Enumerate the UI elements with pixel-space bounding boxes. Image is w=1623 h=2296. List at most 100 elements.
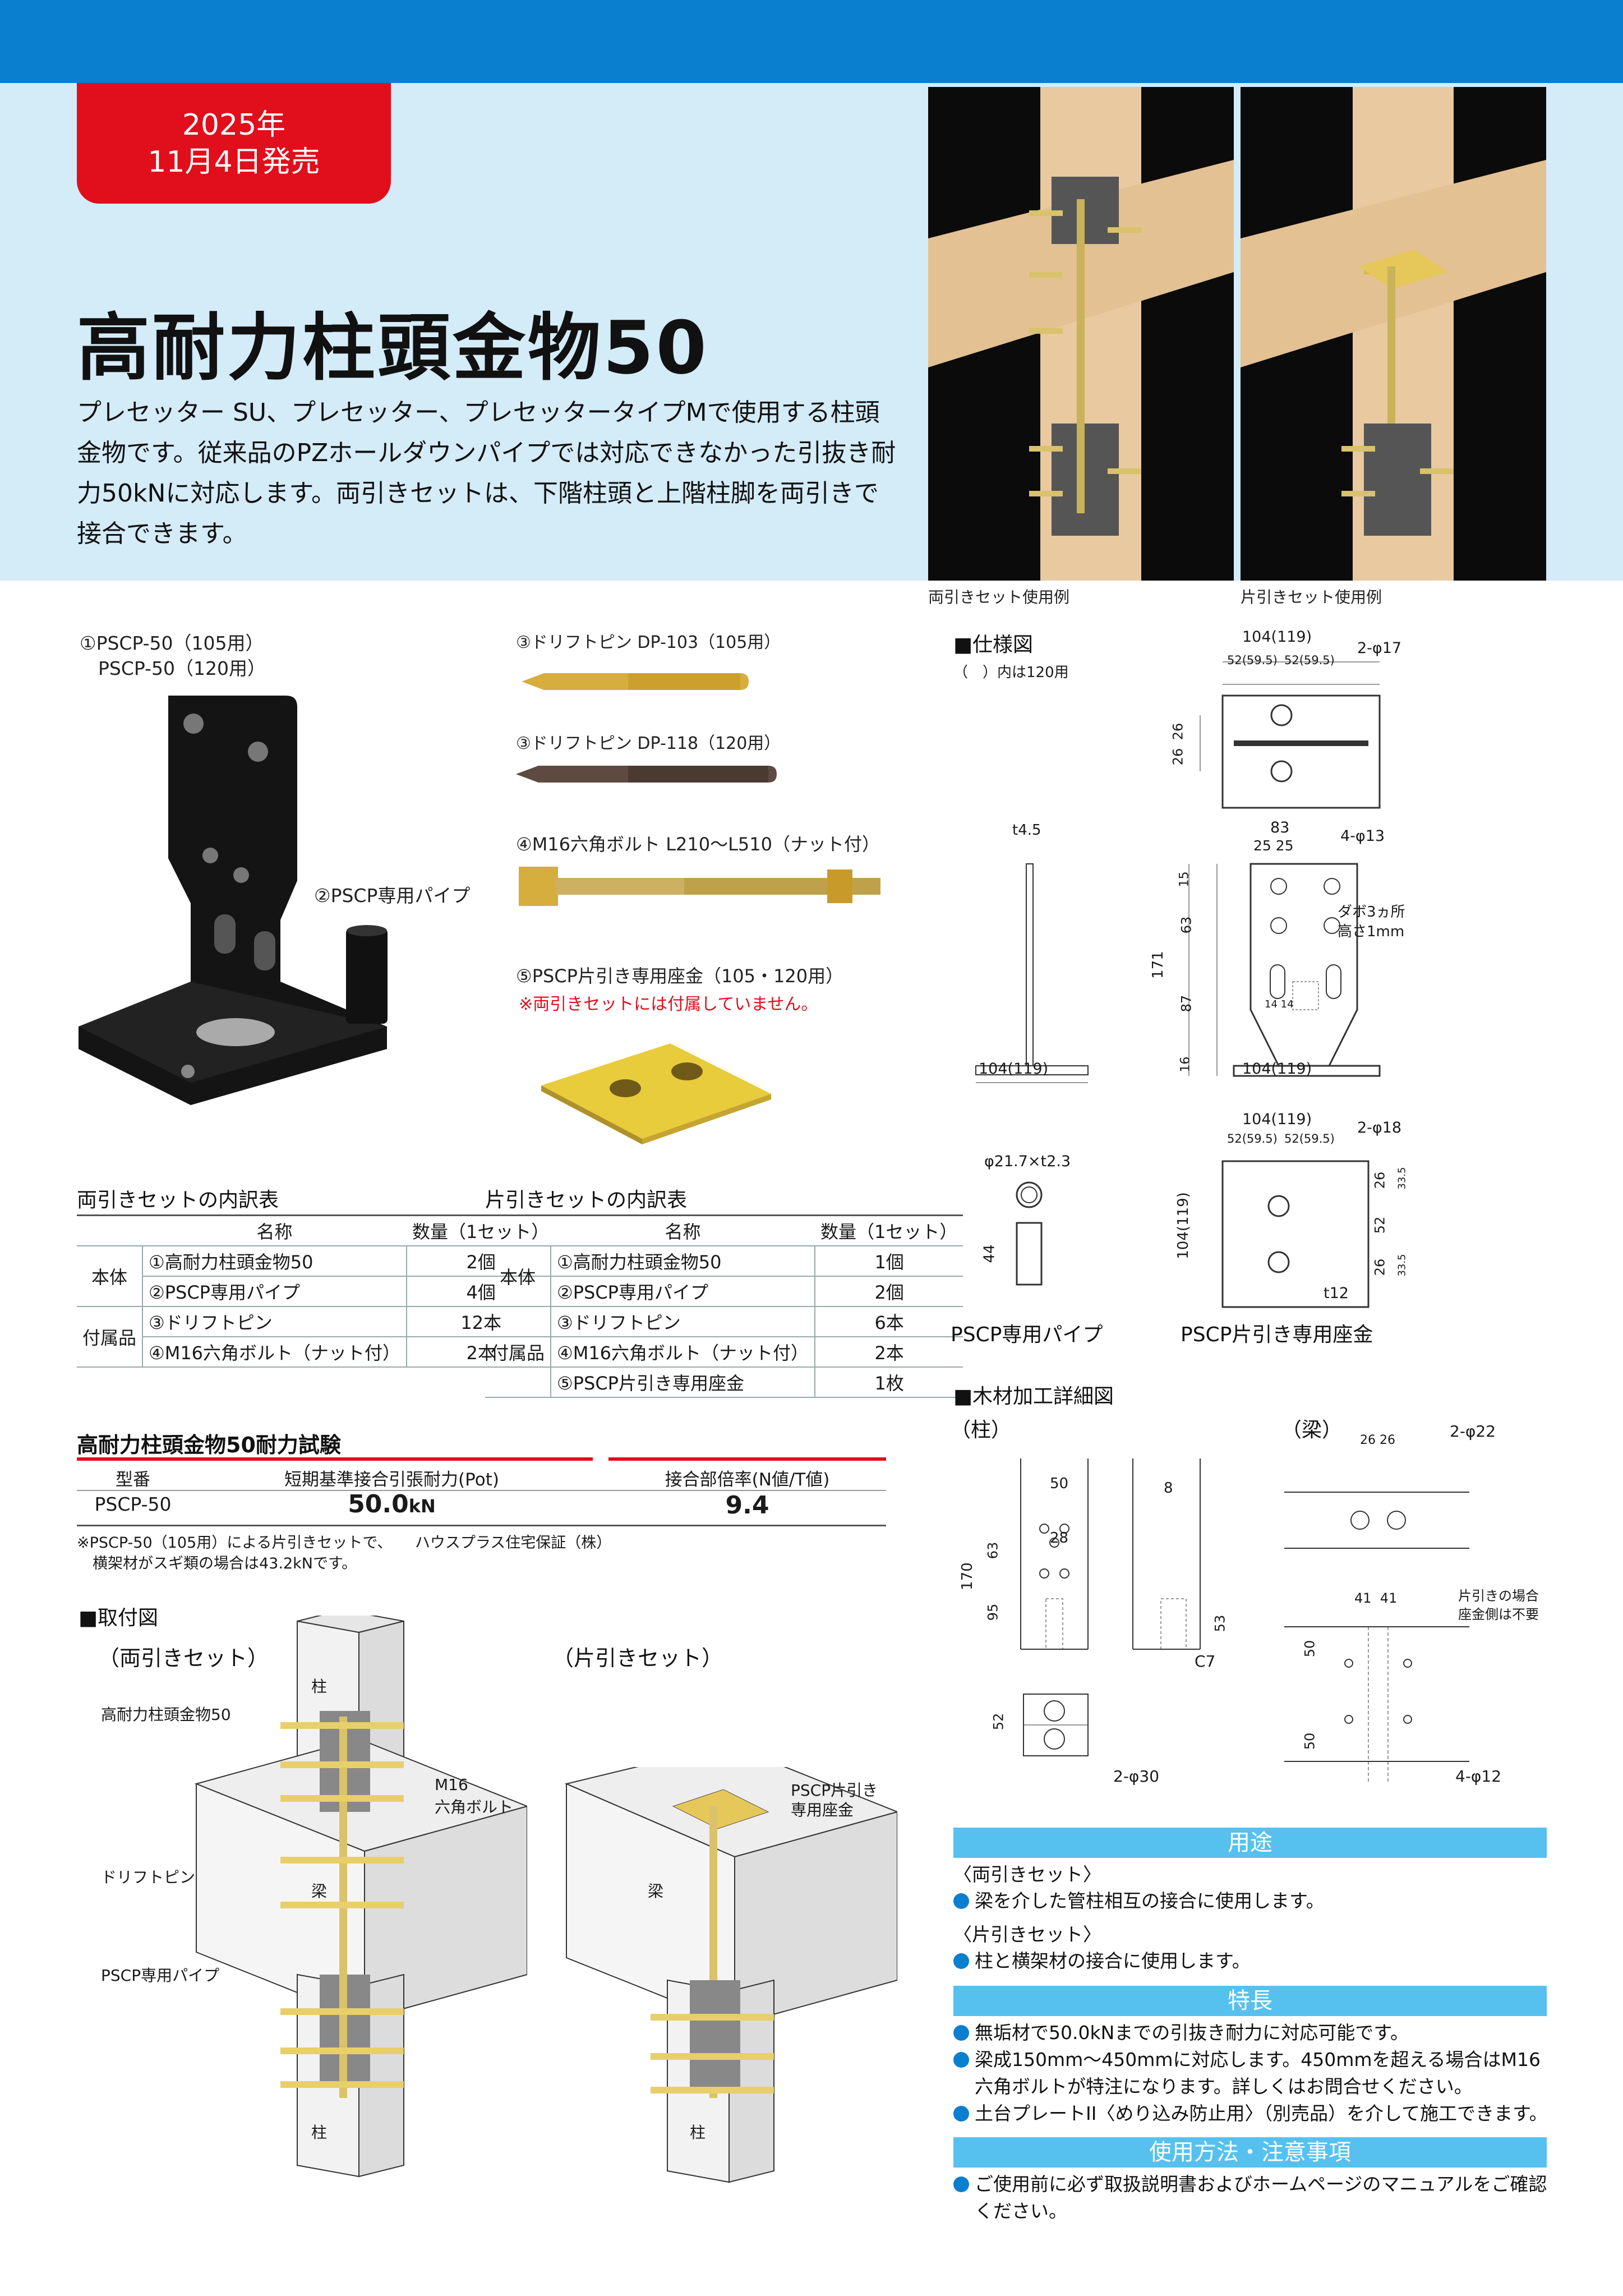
test-force: 50.0 xyxy=(348,1490,409,1519)
katabiki-header-qty: 数量（1セット） xyxy=(815,1214,963,1246)
wood-col: （柱） xyxy=(951,1419,1012,1442)
wood-col-50: 50 xyxy=(1050,1475,1069,1492)
wood-col-8: 8 xyxy=(1164,1480,1173,1497)
photo-ryobiki-illustration xyxy=(928,87,1234,581)
install-ryobiki: （両引きセット） xyxy=(98,1646,269,1671)
test-bottom-line xyxy=(77,1525,886,1526)
test-header-force: 短期基準接合引張耐力(Pot) xyxy=(284,1470,499,1490)
test-force-unit: kN xyxy=(408,1496,436,1517)
wood-col-63: 63 xyxy=(985,1542,1001,1559)
wood-beam-phi22: 2-φ22 xyxy=(1450,1422,1496,1441)
spec-washer-104v: 104(119) xyxy=(1174,1192,1192,1259)
test-ratio: 9.4 xyxy=(725,1491,769,1520)
test-bar-left xyxy=(77,1457,593,1461)
product-5-note: ※両引きセットには付属していません。 xyxy=(519,995,818,1014)
spec-pipe-caption: PSCP専用パイプ xyxy=(951,1323,1103,1346)
spec-front-14: 14 14 xyxy=(1265,999,1294,1010)
product-1-label-1: ①PSCP-50（105用） xyxy=(80,632,264,654)
install-ryobiki-diagram xyxy=(194,1616,527,2178)
table-cell: 6本 xyxy=(814,1306,963,1337)
spec-front-14a: 14 xyxy=(1265,999,1278,1010)
product-1-label-2: PSCP-50（120用） xyxy=(98,657,266,679)
spec-washer-52b: 52(59.5) xyxy=(1284,1132,1335,1145)
spec-front-25b: 25 xyxy=(1275,838,1294,854)
product-3b-label: ③ドリフトピン DP-118（120用） xyxy=(516,734,781,753)
table-cell: ③ドリフトピン xyxy=(142,1306,407,1337)
wood-col-drawing xyxy=(1020,1458,1201,1756)
product-2-label: ②PSCP専用パイプ xyxy=(314,885,471,907)
ryobiki-group-body: 本体 xyxy=(77,1246,143,1307)
spec-washer-335a: 33.5 xyxy=(1396,1167,1408,1190)
table-cell: 2個 xyxy=(814,1276,963,1307)
description: プレセッター SU、プレセッター、プレセッタータイプMで使用する柱頭金物です。従… xyxy=(77,398,896,548)
ryobiki-group-accessory: 付属品 xyxy=(77,1306,143,1368)
caution-header: 使用方法・注意事項 xyxy=(953,2137,1547,2168)
spec-note: （ ）内は120用 xyxy=(953,664,1069,681)
release-date: 11月4日発売 xyxy=(147,145,320,179)
spec-front-171: 171 xyxy=(1149,951,1166,979)
bullet-icon xyxy=(953,2025,969,2041)
label-kanamono: 高耐力柱頭金物50 xyxy=(101,1705,231,1724)
wood-beam-4141: 41 41 xyxy=(1354,1590,1398,1606)
wood-col-phi30: 2-φ30 xyxy=(1113,1767,1160,1786)
caution-text-1: ご使用前に必ず取扱説明書およびホームページのマニュアルをご確認 xyxy=(975,2173,1547,2195)
spec-top-52b: 52(59.5) xyxy=(1284,654,1335,667)
drift-pin-118-image xyxy=(516,766,777,783)
table-cell: 1個 xyxy=(814,1246,963,1277)
spec-side-104: 104(119) xyxy=(979,1060,1049,1078)
ryobiki-table-title: 両引きセットの内訳表 xyxy=(77,1189,279,1212)
feature-item-2-cont: 六角ボルトが特注になります。詳しくはお問合せください。 xyxy=(975,2076,1473,2097)
spec-t45: t4.5 xyxy=(1012,822,1041,839)
spec-washer-52c: 52 xyxy=(1372,1216,1388,1234)
table-cell: ①高耐力柱頭金物50 xyxy=(550,1246,815,1277)
photo-left-caption: 両引きセット使用例 xyxy=(928,588,1070,606)
katabiki-group-body: 本体 xyxy=(485,1246,551,1307)
spec-top-phi17: 2-φ17 xyxy=(1357,639,1402,657)
label-hashira-2: 柱 xyxy=(690,2123,706,2142)
usage-katabiki-heading: 〈片引きセット〉 xyxy=(953,1924,1101,1945)
spec-top-104: 104(119) xyxy=(1242,628,1312,646)
table-cell: ④M16六角ボルト（ナット付） xyxy=(142,1337,407,1368)
test-title: 高耐力柱頭金物50耐力試験 xyxy=(77,1433,341,1457)
test-header-ratio: 接合部倍率(N値/T値) xyxy=(665,1470,830,1490)
spec-dabo-2: 高さ1mm xyxy=(1338,923,1405,940)
test-force-cell: 50.0kN xyxy=(191,1490,593,1519)
test-note-1: ※PSCP-50（105用）による片引きセットで、 ハウスプラス住宅保証（株） xyxy=(77,1534,612,1552)
wood-beam: （梁） xyxy=(1281,1419,1343,1442)
table-cell: ①高耐力柱頭金物50 xyxy=(142,1246,407,1277)
bullet-icon xyxy=(953,2177,969,2192)
spec-front-83: 83 xyxy=(1270,819,1290,836)
usage-header: 用途 xyxy=(953,1828,1547,1858)
wood-beam-drawing xyxy=(1284,1492,1469,1784)
spec-front-25: 25 25 xyxy=(1253,838,1294,854)
wood-col-53: 53 xyxy=(1212,1614,1228,1632)
hex-bolt-image xyxy=(519,867,880,906)
install-katabiki-diagram xyxy=(564,1767,897,2183)
katabiki-table-title: 片引きセットの内訳表 xyxy=(485,1189,688,1212)
spec-front-15: 15 xyxy=(1177,871,1192,887)
top-bar xyxy=(0,0,1623,83)
bullet-icon xyxy=(953,1893,969,1909)
spec-front-14b: 14 xyxy=(1280,999,1294,1010)
bullet-icon xyxy=(953,1953,969,1969)
bullet-icon xyxy=(953,2052,969,2068)
spec-front-63: 63 xyxy=(1178,916,1195,934)
table-cell: ⑤PSCP片引き専用座金 xyxy=(550,1367,815,1398)
test-note-2: 横架材がスギ類の場合は43.2kNです。 xyxy=(93,1555,357,1572)
table-cell: ④M16六角ボルト（ナット付） xyxy=(550,1337,815,1368)
label-bolt-2: 六角ボルト xyxy=(435,1798,514,1816)
feature-item-1: 無垢材で50.0kNまでの引抜き耐力に対応可能です。 xyxy=(953,2019,1409,2046)
wood-beam-2626: 26 26 xyxy=(1360,1433,1395,1447)
test-header-model: 型番 xyxy=(116,1470,150,1490)
test-bar-right xyxy=(608,1457,886,1461)
photo-katabiki xyxy=(1241,87,1546,581)
spec-washer-26b: 26 xyxy=(1372,1258,1388,1276)
photo-ryobiki xyxy=(928,87,1234,581)
katabiki-header-name: 名称 xyxy=(551,1214,815,1246)
spec-front-104: 104(119) xyxy=(1242,1060,1312,1078)
feature-text-3: 土台プレートII〈めり込み防止用〉（別売品）を介して施工できます。 xyxy=(975,2102,1548,2124)
install-title: ■取付図 xyxy=(79,1607,159,1630)
ryobiki-header-name: 名称 xyxy=(142,1214,407,1246)
